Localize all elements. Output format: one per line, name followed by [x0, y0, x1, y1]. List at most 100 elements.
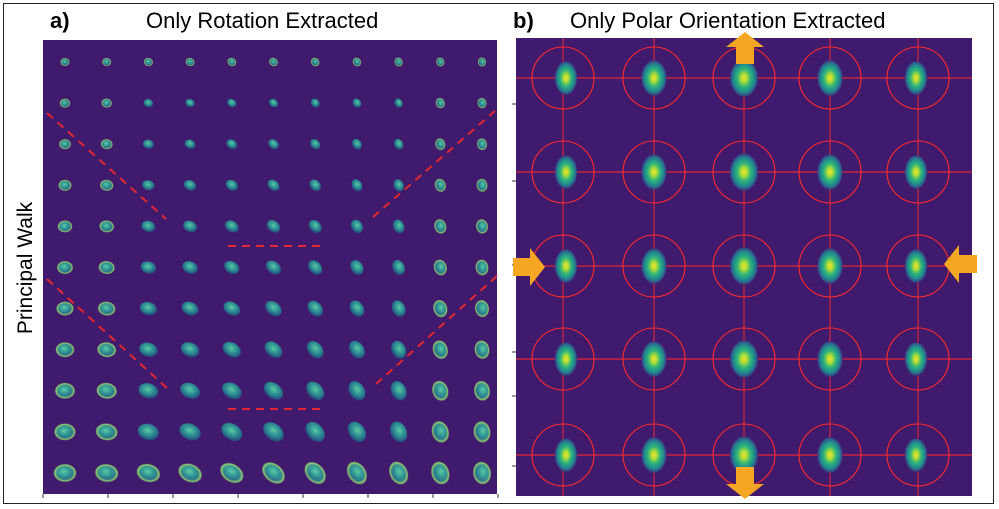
orientation-cell: [798, 46, 862, 110]
orientation-cell: [798, 234, 862, 298]
shape-cell: [352, 138, 362, 150]
shape-cell: [143, 57, 154, 67]
shape-cell: [139, 301, 157, 316]
orientation-cell: [798, 423, 862, 487]
orientation-cell: [712, 140, 776, 204]
target-circle: [712, 234, 776, 298]
shape-cell: [101, 98, 113, 108]
target-circle: [622, 46, 686, 110]
orientation-cell: [886, 46, 950, 110]
target-circle: [798, 234, 862, 298]
target-circle: [622, 423, 686, 487]
shape-cell: [476, 138, 488, 151]
orientation-cell: [886, 423, 950, 487]
shape-cell: [268, 139, 279, 150]
shape-cell: [59, 98, 71, 108]
shape-cell: [101, 57, 112, 67]
shape-cell: [184, 139, 196, 149]
shape-cell: [474, 340, 490, 360]
shape-cell: [305, 421, 325, 442]
shape-cell: [473, 420, 491, 443]
shape-cell: [58, 138, 72, 150]
panel-b-letter: b): [513, 8, 534, 33]
shape-cell: [431, 420, 450, 444]
shape-cell: [431, 380, 449, 402]
shape-cell: [473, 380, 491, 402]
orientation-cell: [712, 327, 776, 391]
shape-cell: [99, 179, 114, 192]
target-circle: [886, 46, 950, 110]
shape-cell: [266, 260, 281, 275]
arrow-left-icon: [944, 245, 977, 283]
target-circle: [798, 140, 862, 204]
shape-cell: [177, 463, 203, 483]
shape-cell: [142, 139, 154, 149]
shape-cell: [349, 300, 365, 317]
shape-cell: [227, 57, 237, 67]
shape-cell: [347, 421, 366, 443]
shape-cell: [54, 382, 76, 400]
shape-cell: [225, 179, 238, 191]
orientation-cell: [622, 46, 686, 110]
shape-cell: [261, 461, 286, 485]
shape-cell: [219, 462, 244, 484]
shape-cell: [310, 139, 321, 150]
shape-cell: [267, 179, 280, 191]
orientation-cell: [798, 327, 862, 391]
panel-b-title: Only Polar Orientation Extracted: [570, 8, 886, 33]
shape-cell: [227, 98, 237, 108]
shape-cell: [224, 220, 239, 233]
target-circle: [798, 423, 862, 487]
shape-cell: [221, 422, 243, 441]
shape-cell: [143, 99, 154, 108]
panel-a-ticks: [42, 494, 499, 498]
target-circle: [622, 327, 686, 391]
target-circle: [531, 46, 595, 110]
shape-cell: [222, 341, 241, 358]
shape-cell: [99, 220, 115, 233]
shape-cell: [433, 259, 448, 276]
target-circle: [886, 140, 950, 204]
shape-cell: [432, 299, 448, 318]
shape-cell: [352, 98, 362, 108]
shape-cell: [394, 98, 403, 108]
target-circle: [531, 327, 595, 391]
arrow-up-icon: [726, 32, 764, 64]
shape-cell: [351, 179, 363, 192]
shape-cell: [433, 218, 447, 234]
shape-cell: [226, 139, 238, 150]
shape-cell: [56, 301, 74, 316]
shape-cell: [346, 461, 368, 485]
shape-cell: [434, 138, 446, 151]
shape-cell: [57, 220, 73, 233]
shape-cell: [180, 342, 200, 358]
shape-cell: [475, 218, 489, 234]
shape-cell: [142, 180, 155, 191]
shape-cell: [310, 57, 320, 67]
shape-cell: [138, 383, 159, 399]
target-circle: [712, 327, 776, 391]
shape-cell: [348, 381, 366, 401]
panel-b-grid: [531, 46, 950, 487]
shape-cell: [183, 220, 198, 233]
shape-cell: [306, 341, 324, 359]
shape-cell: [350, 219, 363, 234]
arrow-down-icon: [726, 467, 764, 499]
target-circle: [531, 140, 595, 204]
panel-a-title: Only Rotation Extracted: [146, 8, 379, 33]
orientation-cell: [531, 327, 595, 391]
shape-cell: [310, 98, 320, 108]
shape-cell: [183, 180, 197, 191]
shape-cell: [268, 57, 279, 67]
shape-cell: [136, 463, 161, 483]
shape-cell: [264, 341, 283, 359]
shape-cell: [222, 382, 242, 400]
orientation-cell: [886, 327, 950, 391]
shape-cell: [304, 461, 327, 485]
shape-cell: [182, 261, 198, 274]
shape-cell: [392, 260, 405, 275]
target-circle: [798, 327, 862, 391]
target-circle: [712, 140, 776, 204]
orientation-cell: [622, 327, 686, 391]
